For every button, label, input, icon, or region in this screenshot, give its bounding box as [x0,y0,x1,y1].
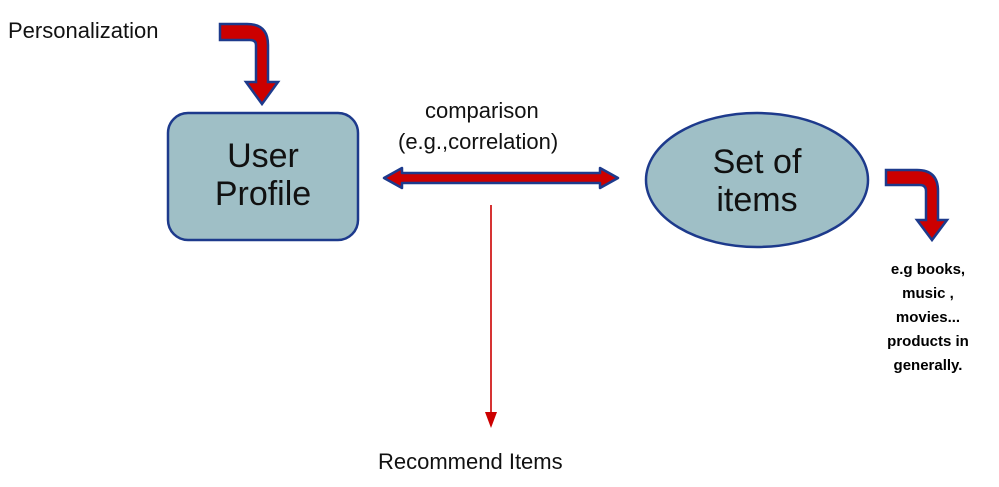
personalization-bent-arrow [218,22,281,107]
recommend-items-label: Recommend Items [378,449,563,474]
item-examples-line: generally. [893,357,963,374]
recommend-arrow [485,205,497,428]
comparison-double-arrow [382,166,620,190]
item-examples-line: movies... [895,309,961,326]
comparison-label: comparison [425,98,539,123]
user-profile-label: User Profile [168,137,358,213]
set-of-items-label-line2: items [716,181,798,219]
user-profile-node [166,111,360,242]
set-of-items-node [644,111,870,249]
item-examples-line: music , [902,285,954,302]
personalization-label: Personalization [8,18,159,43]
user-profile-label-line1: User [227,137,299,175]
set-of-items-label-line1: Set of [712,143,802,181]
comparison-example-label: (e.g.,correlation) [398,129,559,154]
item-examples-line: e.g books, [890,261,966,278]
items-bent-arrow [884,168,950,243]
set-of-items-label: Set of items [646,143,868,219]
item-examples-note: e.g books, music , movies... products in… [868,258,988,378]
user-profile-label-line2: Profile [214,175,312,213]
item-examples-line: products in [887,333,969,350]
